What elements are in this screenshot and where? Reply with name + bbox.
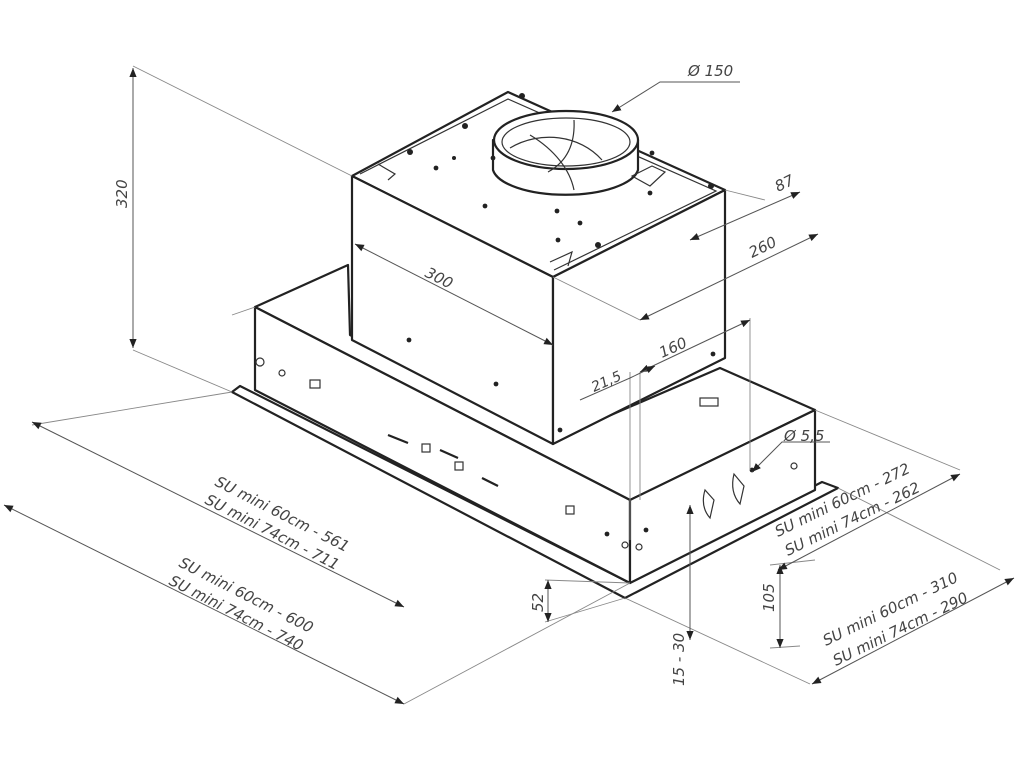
label-frame-height: 52 (529, 593, 547, 612)
dimension-lines (3, 68, 1015, 705)
label-duct-diameter: Ø 150 (687, 62, 733, 80)
hood-body (230, 90, 840, 600)
exhaust-duct (491, 109, 640, 196)
label-adjust-range: 15 - 30 (670, 633, 688, 686)
label-hole-diameter: Ø 5,5 (783, 427, 824, 445)
label-height-total: 320 (113, 179, 131, 208)
label-duct-offset: 87 (772, 171, 797, 196)
extension-lines (31, 65, 1001, 705)
label-motor-depth: 260 (746, 233, 780, 262)
label-front-height: 105 (760, 583, 778, 612)
